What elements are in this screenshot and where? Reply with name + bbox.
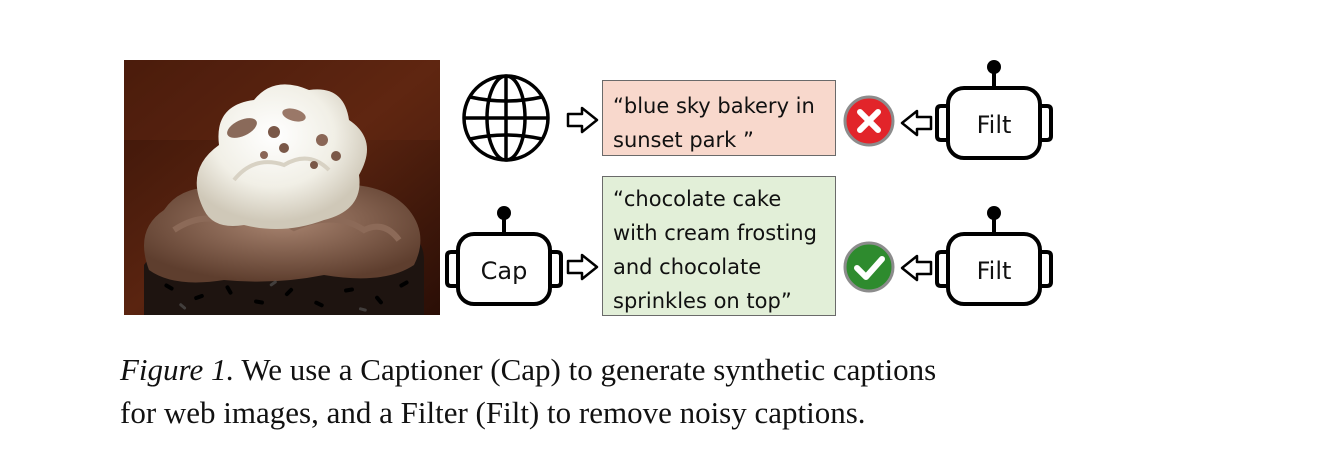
accept-check-icon (843, 241, 895, 293)
reject-x-icon (843, 95, 895, 147)
globe-icon (462, 74, 550, 162)
synthetic-caption-line: “chocolate cake (613, 187, 782, 211)
arrow-left-icon (900, 109, 933, 137)
synthetic-caption-line: with cream frosting (613, 221, 817, 245)
synthetic-caption-box: “chocolate cake with cream frosting and … (602, 176, 836, 316)
arrow-left-icon (900, 254, 933, 282)
captioner-robot-label: Cap (481, 257, 528, 285)
cake-photo (124, 60, 440, 315)
filter-robot-label: Filt (977, 257, 1012, 285)
captioner-robot-icon: Cap (445, 206, 563, 306)
filter-robot-icon: Filt (935, 60, 1053, 160)
web-caption-box: “blue sky bakery in sunset park ” (602, 80, 836, 156)
figure-caption-line-2: for web images, and a Filter (Filt) to r… (120, 395, 866, 430)
figure-label: Figure 1. (120, 352, 235, 387)
arrow-right-icon (566, 253, 599, 281)
figure-caption: Figure 1. We use a Captioner (Cap) to ge… (120, 348, 1220, 434)
synthetic-caption-line: sprinkles on top” (613, 289, 792, 313)
filter-robot-label: Filt (977, 111, 1012, 139)
web-caption-line: sunset park ” (613, 128, 754, 152)
arrow-right-icon (566, 106, 599, 134)
figure-caption-text: We use a Captioner (Cap) to generate syn… (234, 352, 937, 387)
synthetic-caption-line: and chocolate (613, 255, 762, 279)
web-caption-line: “blue sky bakery in (613, 94, 815, 118)
filter-robot-icon: Filt (935, 206, 1053, 306)
figure-caption-line-1: Figure 1. We use a Captioner (Cap) to ge… (120, 348, 1220, 391)
